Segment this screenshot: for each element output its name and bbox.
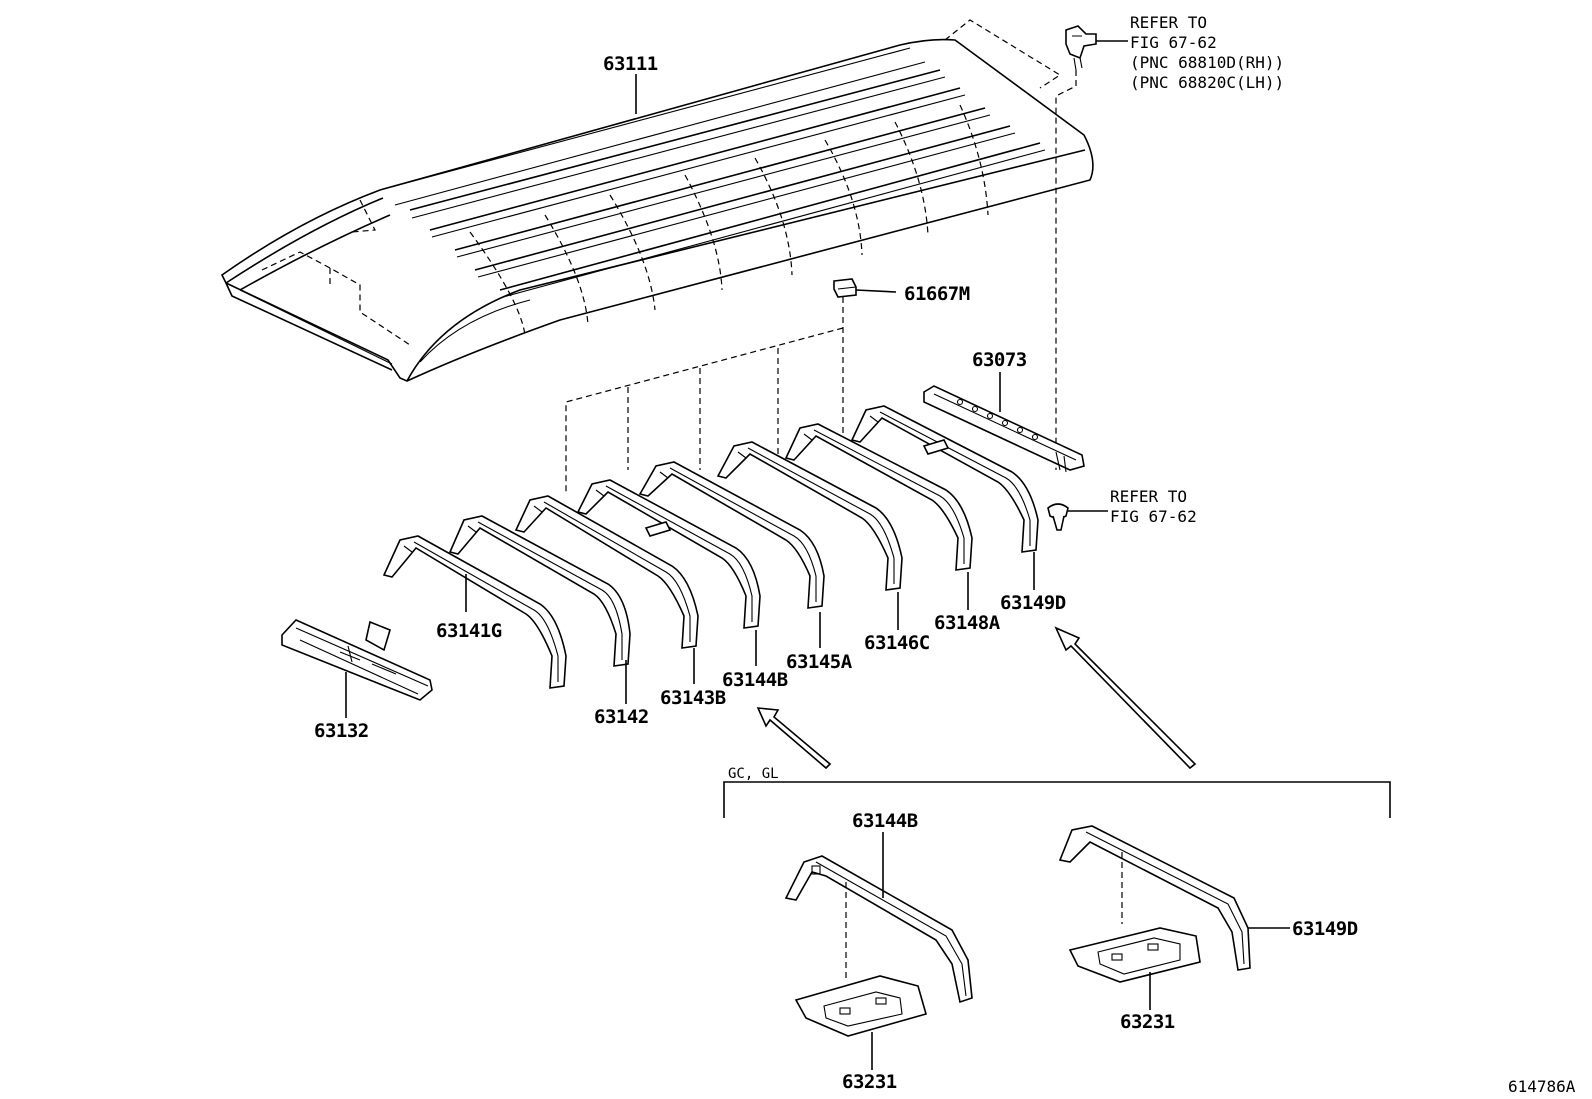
bow-1-rib (403, 545, 413, 553)
bow-5-rib (659, 471, 669, 479)
bow-6-outline (716, 441, 903, 591)
rear-header (923, 372, 1085, 473)
bracket-icon (1055, 25, 1128, 470)
bow-2 (448, 515, 631, 704)
bow-3-flange (543, 501, 691, 642)
refer-note-clip: REFER TO FIG 67-62 (1110, 487, 1197, 526)
refer-top-line2: FIG 67-62 (1130, 33, 1217, 52)
front-header (281, 619, 433, 718)
bow-4 (576, 479, 761, 666)
bow-5 (638, 461, 825, 648)
refer-clip-line1: REFER TO (1110, 487, 1187, 506)
label-bow-1: 63141G (436, 620, 502, 642)
label-bow-6: 63146C (864, 632, 930, 654)
bow-1-flange (413, 541, 559, 682)
detail-plate-b (1068, 927, 1201, 1010)
label-spacer: 61667M (904, 283, 970, 305)
bow-8-outline (850, 405, 1039, 553)
spacer-part (833, 278, 897, 440)
detail-plate-a (794, 975, 927, 1070)
clip-icon (1047, 503, 1108, 531)
bow-8-rib (869, 415, 879, 423)
label-detail-bow-a: 63144B (852, 810, 918, 832)
label-roof-panel: 63111 (603, 53, 658, 75)
detail-group-bracket: GC, GL (723, 766, 1391, 818)
bow-3-rib (533, 505, 543, 513)
roof-panel (220, 19, 1094, 382)
bow-3 (514, 495, 699, 684)
label-bow-8: 63149D (1000, 592, 1066, 614)
bow-4-flange (605, 485, 753, 622)
label-rear-header: 63073 (972, 349, 1027, 371)
bow-bracket-a (644, 521, 672, 537)
label-detail-plate-b: 63231 (1120, 1011, 1175, 1033)
roof-bows (382, 405, 1039, 704)
bow-2-flange (477, 521, 623, 660)
label-bow-3: 63143B (660, 687, 726, 709)
part-labels: 63111 61667M 63073 63132 63141G 63142 63… (314, 53, 1576, 1096)
label-front-header: 63132 (314, 720, 369, 742)
bow-5-outline (638, 461, 825, 609)
bow-8-flange (879, 411, 1031, 546)
callout-arrows (756, 626, 1197, 770)
bow-5-flange (669, 467, 817, 602)
refer-clip-line2: FIG 67-62 (1110, 507, 1197, 526)
bow-3-outline (514, 495, 699, 649)
bow-6-rib (737, 451, 747, 459)
label-bow-7: 63148A (934, 612, 1001, 634)
bow-2-outline (448, 515, 631, 667)
label-bow-2: 63142 (594, 706, 649, 728)
bow-4-rib (595, 489, 605, 497)
bow-7-outline (784, 423, 973, 571)
bow-8 (850, 405, 1039, 590)
bow-7-flange (813, 429, 965, 564)
detail-bow-b (1058, 825, 1290, 971)
refer-top-line4: (PNC 68820C(LH)) (1130, 73, 1284, 92)
bow-2-rib (467, 525, 477, 533)
detail-bow-a (784, 832, 973, 1004)
bow-7 (784, 423, 973, 610)
bow-7-rib (803, 433, 813, 441)
bow-1 (382, 535, 567, 689)
label-bow-4: 63144B (722, 669, 788, 691)
refer-top-line1: REFER TO (1130, 13, 1207, 32)
refer-note-top: REFER TO FIG 67-62 (PNC 68810D(RH)) (PNC… (1130, 13, 1284, 92)
label-bow-5: 63145A (786, 651, 853, 673)
label-detail-bow-b: 63149D (1292, 918, 1358, 940)
refer-top-line3: (PNC 68810D(RH)) (1130, 53, 1284, 72)
bow-1-outline (382, 535, 567, 689)
bow-bracket-b (922, 439, 950, 455)
bow-6-flange (747, 447, 895, 584)
label-detail-plate-a: 63231 (842, 1071, 897, 1093)
detail-group-label: GC, GL (728, 766, 779, 782)
bow-6 (716, 441, 903, 630)
figure-id: 614786A (1508, 1077, 1576, 1096)
bow-4-outline (576, 479, 761, 629)
assembly-leaders (565, 327, 844, 492)
